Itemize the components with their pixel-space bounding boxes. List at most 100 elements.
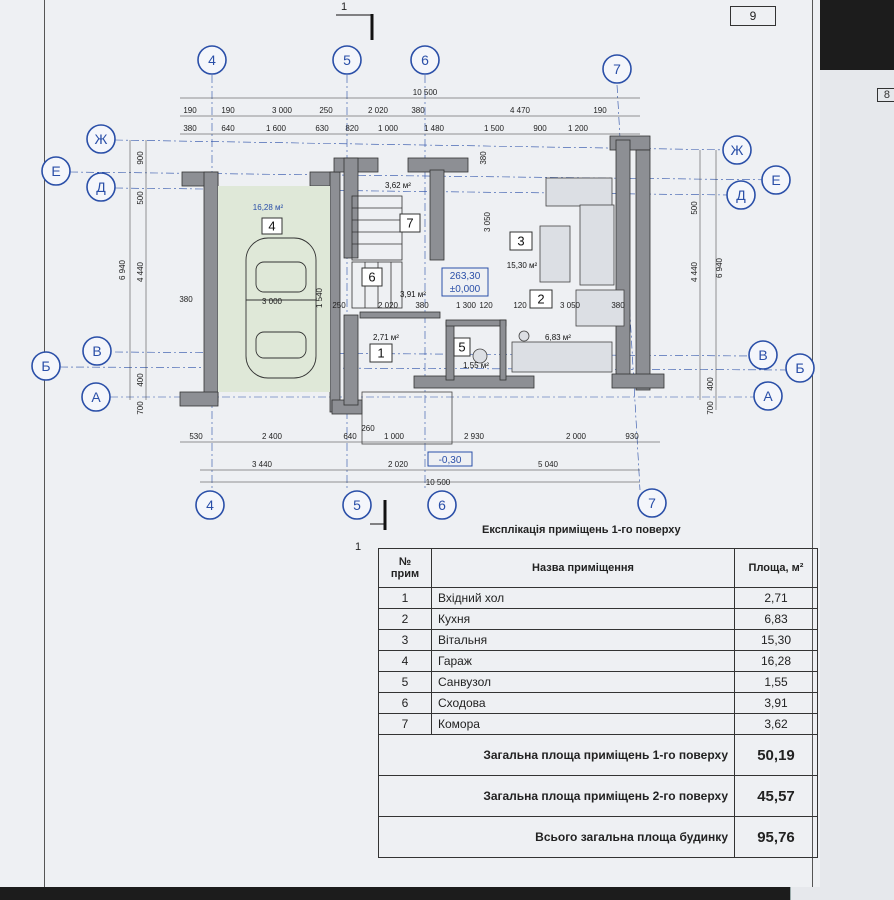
svg-text:3 440: 3 440 [252,460,273,469]
axis-bubble-4-bottom: 4 [195,490,225,520]
room-5-area: 1,55 м² [463,361,489,370]
svg-text:6: 6 [421,52,429,68]
dims-bottom-row1: 530 2 400 640 1 000 260 2 930 2 000 930 [189,424,639,441]
room-3: 3 15,30 м² [507,231,538,270]
svg-text:А: А [763,388,773,404]
svg-text:2 000: 2 000 [566,432,587,441]
svg-text:400: 400 [136,373,145,387]
svg-text:5: 5 [353,497,361,513]
level-height: 263,30 [450,271,481,282]
svg-text:2 020: 2 020 [368,106,389,115]
entrance-level: -0,30 [439,455,462,466]
room-5: 5 1,55 м² [453,337,489,370]
svg-text:В: В [758,347,767,363]
stairs [351,195,403,309]
axis-bubble-5-top: 5 [332,45,362,75]
svg-text:5 040: 5 040 [538,460,559,469]
total-floor1-value: 50,19 [734,734,818,776]
svg-text:4 440: 4 440 [136,261,145,282]
svg-text:700: 700 [706,401,715,415]
svg-text:400: 400 [706,377,715,391]
svg-text:3 050: 3 050 [483,211,492,232]
svg-text:500: 500 [136,191,145,205]
svg-text:1 200: 1 200 [568,124,589,133]
svg-text:Д: Д [96,179,106,195]
svg-text:930: 930 [625,432,639,441]
axis-bubble-zh-left: Ж [86,124,116,154]
total-building-label: Всього загальна площа будинку [378,816,735,858]
total-floor1-row: Загальна площа приміщень 1-го поверху 50… [378,734,818,776]
svg-text:380: 380 [411,106,425,115]
svg-text:900: 900 [533,124,547,133]
svg-text:6: 6 [438,497,446,513]
svg-text:190: 190 [183,106,197,115]
total-building-value: 95,76 [734,816,818,858]
drawing-sheet: 9 1 1 [0,0,820,887]
svg-text:640: 640 [221,124,235,133]
svg-text:7: 7 [613,61,621,77]
floor-plan: 1 1 [31,1,815,553]
inner-dimensions: 3 000 1 540 250 2 020 380 1 300 120 3 05… [262,151,625,310]
level-zero: ±0,000 [450,284,481,295]
section-mark-bottom: 1 [355,541,361,553]
svg-text:4 470: 4 470 [510,106,531,115]
axis-bubble-7-bottom: 7 [637,488,667,518]
section-line [336,14,387,530]
svg-text:1 600: 1 600 [266,124,287,133]
axis-bubble-v-right: В [748,340,778,370]
dim-total-width-top: 10 500 [413,88,438,97]
svg-text:4: 4 [206,497,214,513]
total-building-row: Всього загальна площа будинку 95,76 [378,816,818,858]
grid-axes [59,75,791,491]
room-5-number: 5 [458,340,465,355]
svg-text:1 540: 1 540 [315,287,324,308]
col-header-name: Назва приміщення [431,548,735,588]
svg-text:900: 900 [136,151,145,165]
svg-text:190: 190 [221,106,235,115]
room-7-area: 3,62 м² [385,181,411,190]
svg-text:120: 120 [513,301,527,310]
svg-text:3 000: 3 000 [272,106,293,115]
section-mark-top: 1 [341,1,347,13]
room-4-area: 16,28 м² [253,203,284,212]
car-symbol [245,237,317,379]
top-dimensions [180,97,640,135]
axis-bubble-b-left: Б [31,351,61,381]
svg-text:3 050: 3 050 [560,301,581,310]
col-header-area: Площа, м² [734,548,818,588]
room-3-number: 3 [517,234,524,249]
svg-text:820: 820 [345,124,359,133]
dims-top-row2: 380 640 1 600 630 820 1 000 1 480 1 500 … [183,124,588,133]
room-1: 1 2,71 м² [369,333,399,363]
walls [179,135,665,415]
svg-text:4: 4 [208,52,216,68]
sheet-frame-left [44,0,45,887]
svg-text:1 000: 1 000 [378,124,399,133]
svg-text:1 300: 1 300 [456,301,477,310]
svg-text:1 000: 1 000 [384,432,405,441]
axis-bubble-v-left: В [82,336,112,366]
svg-text:2 930: 2 930 [464,432,485,441]
room-6-area: 3,91 м² [400,290,426,299]
porch [361,391,453,445]
table-title: Експлікація приміщень 1-го поверху [482,524,681,536]
sheet-number: 9 [730,6,776,26]
room-6-number: 6 [368,270,375,285]
svg-text:А: А [91,389,101,405]
total-floor2-row: Загальна площа приміщень 2-го поверху 45… [378,775,818,817]
room-2-area: 6,83 м² [545,333,571,342]
dim-total-width-bottom: 10 500 [426,478,451,487]
adjacent-sheet-number: 8 [876,88,894,102]
svg-text:250: 250 [319,106,333,115]
svg-text:2 020: 2 020 [388,460,409,469]
axis-bubble-a-right: А [753,381,783,411]
svg-text:Е: Е [51,163,60,179]
svg-text:1 480: 1 480 [424,124,445,133]
axis-bubble-4-top: 4 [197,45,227,75]
